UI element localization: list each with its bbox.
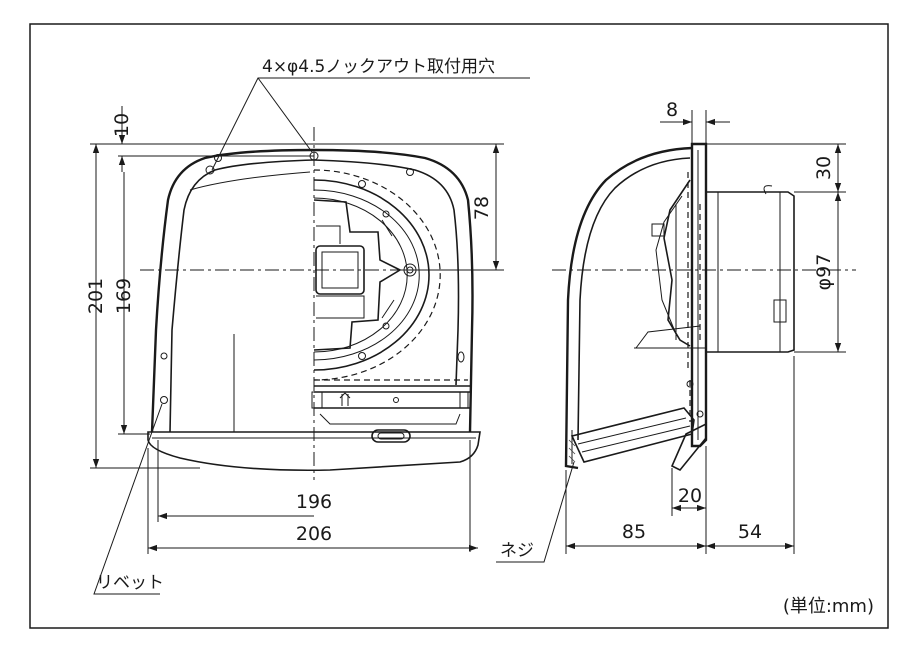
- dim-20: 20: [678, 485, 702, 507]
- dim-phi97: φ97: [813, 254, 835, 291]
- rivet-label: リベット: [96, 573, 164, 593]
- dim-10: 10: [111, 113, 133, 137]
- knockout-holes-label: 4×φ4.5ノックアウト取付用穴: [262, 57, 495, 77]
- dim-201: 201: [85, 278, 107, 314]
- dim-206: 206: [296, 523, 332, 545]
- side-view-dimensions: 8 30 φ97 20 85 54 ネジ: [496, 99, 846, 563]
- dim-85: 85: [622, 521, 646, 543]
- side-view: [552, 142, 856, 472]
- dim-30: 30: [813, 156, 835, 180]
- front-view: [140, 127, 500, 480]
- dim-8: 8: [666, 99, 678, 121]
- unit-label: (単位:mm): [783, 596, 874, 617]
- screw-label: ネジ: [500, 541, 534, 561]
- drawing-border: [29, 23, 889, 629]
- dim-78: 78: [471, 196, 493, 220]
- dim-169: 169: [113, 278, 135, 314]
- dim-54: 54: [738, 521, 762, 543]
- dim-196: 196: [296, 491, 332, 513]
- front-view-dimensions: 10 201 169 78 196 206 4×φ4.5ノックアウト取付用穴 リ…: [85, 57, 530, 595]
